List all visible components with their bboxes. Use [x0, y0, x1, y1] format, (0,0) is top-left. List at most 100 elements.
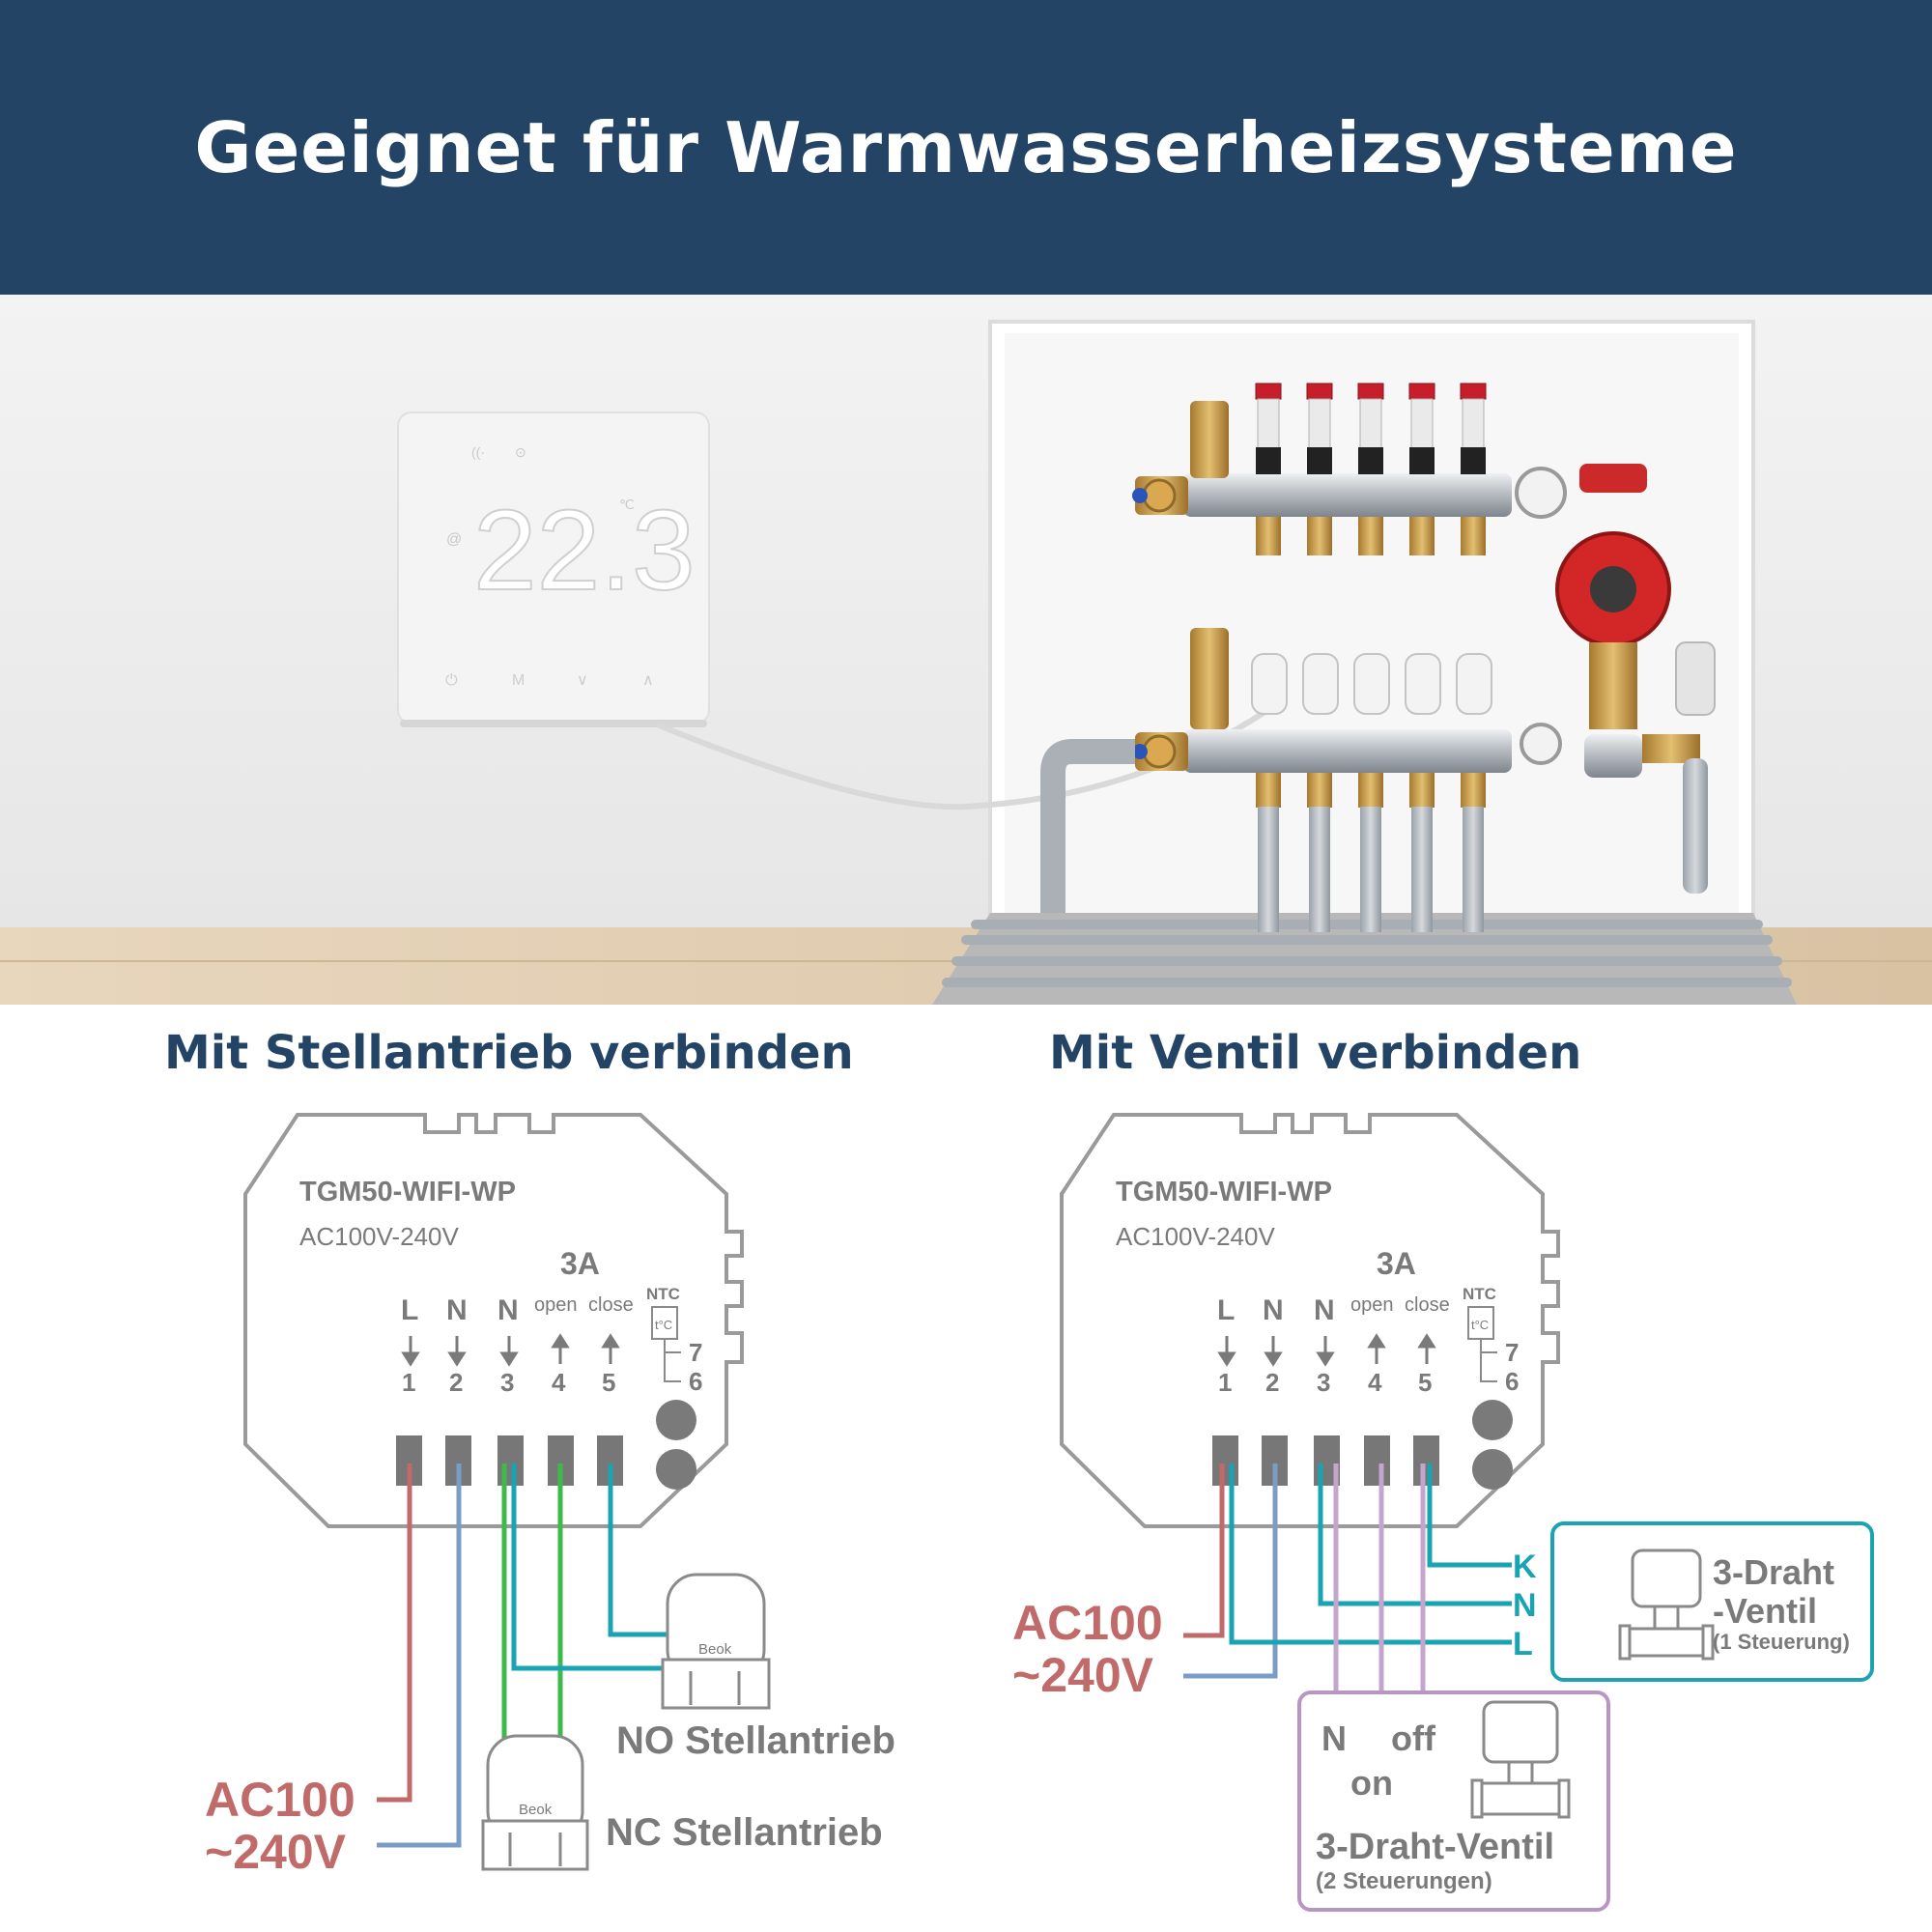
right-ac-line1: AC100 [1012, 1596, 1163, 1650]
valve2-name: 3-Draht-Ventil [1316, 1827, 1554, 1867]
no-actuator-brand: Beok [698, 1641, 732, 1658]
top-manifold [1132, 383, 1567, 555]
power-button[interactable]: ⏻ [445, 672, 458, 689]
right-terminal-N2: N [1314, 1294, 1335, 1326]
left-button-bottom [656, 1449, 696, 1490]
valve1-N-label: N [1513, 1587, 1537, 1624]
valve2-on-label: on [1350, 1763, 1393, 1803]
valve2-icon [1470, 1700, 1571, 1819]
left-terminal-L: L [401, 1294, 418, 1326]
no-actuator-icon: Beok [661, 1573, 771, 1710]
left-current-label: 3A [560, 1246, 600, 1281]
left-num-4: 4 [552, 1368, 566, 1397]
mode-button[interactable]: M [512, 672, 525, 689]
right-num-5: 5 [1418, 1368, 1432, 1397]
right-open-label: open [1350, 1294, 1394, 1316]
bottom-manifold [1132, 628, 1716, 932]
left-live-wire [377, 1463, 412, 1803]
valve1-name-line2: -Ventil [1713, 1591, 1817, 1631]
right-voltage-label: AC100V-240V [1116, 1222, 1275, 1251]
nc-actuator-label: NC Stellantrieb [606, 1811, 883, 1854]
wiring-diagrams: TGM50-WIFI-WP AC100V-240V 3A open close … [205, 1113, 1874, 1912]
nc-actuator-icon: Beok [481, 1734, 589, 1871]
right-module-outline [1060, 1113, 1560, 1528]
right-valve1-L-wire [1229, 1463, 1512, 1645]
right-live-wire [1183, 1463, 1225, 1638]
header-banner: Geeignet für Warmwasserheizsysteme [0, 0, 1932, 295]
valve-handle-icon [1132, 488, 1148, 503]
right-model-label: TGM50-WIFI-WP [1116, 1177, 1332, 1208]
supply-pipe [1040, 739, 1135, 913]
right-ntc-6: 6 [1505, 1367, 1519, 1396]
valve1-box: 3-Draht -Ventil (1 Steuerung) [1550, 1521, 1874, 1682]
valve2-subtitle: (2 Steuerungen) [1316, 1868, 1492, 1894]
temperature-display: 22.3 [473, 487, 696, 614]
scene-illustration: ((· ⊙ @ 22.3 ℃ ⏻ M ∨ ∧ [0, 295, 1932, 1005]
actuator-heads [1251, 653, 1492, 715]
left-button-top [656, 1400, 696, 1440]
wifi-icon: ((· [471, 444, 485, 460]
left-ac-line2: ~240V [205, 1825, 347, 1879]
left-num-5: 5 [602, 1368, 615, 1397]
thermostat-device: ((· ⊙ @ 22.3 ℃ ⏻ M ∨ ∧ [397, 412, 710, 727]
left-terminal-N2: N [497, 1294, 519, 1326]
right-current-label: 3A [1377, 1246, 1416, 1281]
air-vent [1190, 401, 1229, 478]
right-num-2: 2 [1265, 1368, 1279, 1397]
celsius-unit: ℃ [619, 497, 635, 512]
right-ntc-symbol: t°C [1471, 1318, 1489, 1332]
left-terminal-N1: N [446, 1294, 468, 1326]
valve1-name-line1: 3-Draht [1713, 1552, 1834, 1592]
left-close-label: close [588, 1294, 634, 1316]
right-ntc-label: NTC [1463, 1285, 1496, 1303]
left-module-outline [243, 1113, 744, 1528]
right-button-top [1472, 1400, 1513, 1440]
right-wiring-diagram: TGM50-WIFI-WP AC100V-240V 3A open close … [1012, 1113, 1874, 1912]
right-button-bottom [1472, 1449, 1513, 1490]
left-neutral-wire [377, 1463, 462, 1848]
right-valve1-K-wire [1427, 1463, 1512, 1568]
left-ntc-7: 7 [689, 1338, 702, 1367]
left-open-label: open [534, 1294, 578, 1316]
clock-icon: ⊙ [515, 444, 526, 460]
left-no-wire-b [608, 1463, 667, 1637]
left-section-title: Mit Stellantrieb verbinden [164, 1026, 854, 1080]
valve1-L-label: L [1513, 1626, 1533, 1662]
valve1-K-label: K [1513, 1548, 1537, 1585]
left-num-1: 1 [402, 1368, 415, 1397]
right-section-title: Mit Ventil verbinden [1049, 1026, 1582, 1080]
valve1-icon [1618, 1548, 1715, 1661]
wiring-section: Mit Stellantrieb verbinden Mit Ventil ve… [0, 1005, 1932, 1932]
left-num-2: 2 [449, 1368, 463, 1397]
valve1-subtitle: (1 Steuerung) [1713, 1630, 1850, 1654]
up-button[interactable]: ∧ [642, 672, 654, 689]
right-neutral-wire [1183, 1463, 1278, 1679]
valve2-box: N off on 3-Draht-Ventil (2 Steuerungen) [1297, 1690, 1610, 1912]
installation-scene: ((· ⊙ @ 22.3 ℃ ⏻ M ∨ ∧ [0, 295, 1932, 1005]
down-button[interactable]: ∨ [577, 672, 588, 689]
right-num-1: 1 [1218, 1368, 1232, 1397]
right-ntc-7: 7 [1505, 1338, 1519, 1367]
right-valve1-N-wire [1318, 1463, 1512, 1606]
mode-icon: @ [446, 531, 462, 548]
left-ntc-6: 6 [689, 1367, 702, 1396]
left-ntc-symbol: t°C [655, 1318, 672, 1332]
mixing-valve-head [1675, 641, 1716, 716]
right-ac-line2: ~240V [1012, 1648, 1154, 1702]
right-num-3: 3 [1317, 1368, 1330, 1397]
nc-actuator-brand: Beok [519, 1802, 553, 1818]
valve2-off-label: off [1391, 1719, 1436, 1758]
right-terminal-N1: N [1263, 1294, 1284, 1326]
left-model-label: TGM50-WIFI-WP [299, 1177, 516, 1208]
left-no-wire-a [511, 1463, 667, 1671]
right-close-label: close [1405, 1294, 1450, 1316]
left-ac-line1: AC100 [205, 1773, 355, 1827]
left-voltage-label: AC100V-240V [299, 1222, 459, 1251]
no-actuator-label: NO Stellantrieb [616, 1719, 895, 1762]
left-num-3: 3 [500, 1368, 514, 1397]
valve2-N-label: N [1321, 1719, 1347, 1758]
circulation-pump [1555, 464, 1671, 729]
page-title: Geeignet für Warmwasserheizsysteme [194, 106, 1738, 188]
pressure-gauge-icon [1515, 467, 1567, 519]
left-wiring-diagram: TGM50-WIFI-WP AC100V-240V 3A open close … [205, 1113, 895, 1879]
